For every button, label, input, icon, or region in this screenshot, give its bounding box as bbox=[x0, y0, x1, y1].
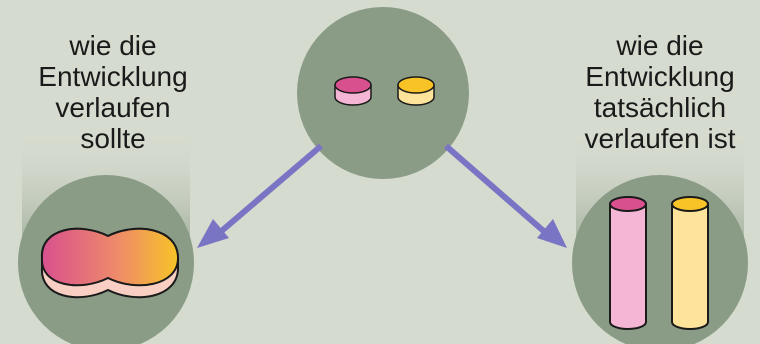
right-caption-line-3: tatsächlich bbox=[593, 92, 727, 123]
right-circle bbox=[572, 175, 748, 344]
left-caption-line-1: wie die bbox=[69, 30, 157, 61]
left-caption-line-2: Entwicklung bbox=[38, 61, 188, 92]
arrow-left bbox=[197, 143, 323, 248]
right-caption: wie die Entwicklung tatsächlich verlaufe… bbox=[540, 30, 760, 154]
magenta-disc bbox=[334, 76, 372, 106]
arrow-right bbox=[444, 143, 567, 248]
right-caption-line-4: verlaufen ist bbox=[584, 123, 736, 154]
left-caption: wie die Entwicklung verlaufen sollte bbox=[0, 30, 226, 154]
left-caption-line-4: sollte bbox=[80, 123, 146, 154]
yellow-disc bbox=[397, 76, 435, 106]
right-caption-line-1: wie die bbox=[616, 30, 704, 61]
left-caption-line-3: verlaufen bbox=[55, 92, 171, 123]
magenta-cylinder bbox=[609, 196, 647, 330]
merged-disc bbox=[40, 227, 180, 299]
top-circle bbox=[297, 7, 469, 179]
right-caption-line-2: Entwicklung bbox=[585, 61, 735, 92]
yellow-cylinder bbox=[671, 196, 709, 330]
